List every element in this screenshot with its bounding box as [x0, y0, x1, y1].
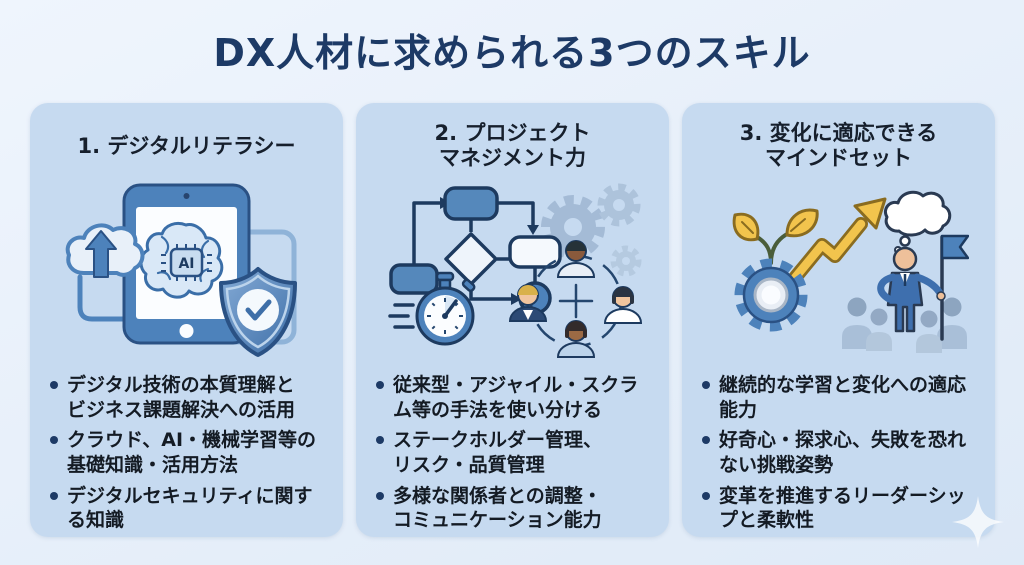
bullet-dot [50, 436, 58, 445]
page-title: DX人材に求められる3つのスキル [213, 31, 811, 75]
bullet-text: クラウド、AI・機械学習等の 基礎知識・活用方法 [67, 429, 317, 477]
cards-row: 1. デジタルリテラシー [30, 103, 995, 537]
sprout-icon [732, 208, 819, 265]
ai-brain-icon: AI [139, 221, 223, 299]
crowd-icon [841, 297, 967, 353]
cloud-upload-icon [65, 222, 144, 278]
card-illustration: AI [30, 175, 343, 363]
bullet-item: 継続的な学習と変化への適応 能力 [702, 373, 981, 422]
card-bullets: 継続的な学習と変化への適応 能力 好奇心・探求心、失敗を恐れ ない挑戦姿勢 変革… [682, 363, 995, 533]
bullet-item: デジタルセキュリティに関す る知識 [50, 484, 329, 533]
person-bottom [556, 320, 595, 358]
shield-check-icon [218, 266, 297, 357]
bullet-item: デジタル技術の本質理解と ビジネス課題解決への活用 [50, 373, 329, 422]
card-heading: 1. デジタルリテラシー [77, 133, 296, 158]
bullet-dot [376, 436, 384, 445]
card-adaptive-mindset: 3. 変化に適応できる マインドセット [682, 103, 995, 537]
ai-chip-label: AI [178, 256, 194, 272]
project-management-illustration [387, 183, 642, 358]
person-right [603, 286, 642, 324]
bullet-item: 変革を推進するリーダーシッ プと柔軟性 [702, 484, 981, 533]
bullet-item: 従来型・アジャイル・スクラ ム等の手法を使い分ける [376, 373, 655, 422]
bullet-text: 変革を推進するリーダーシッ プと柔軟性 [719, 484, 966, 532]
rising-arrow-icon [786, 197, 886, 286]
sparkle-decoration-icon [952, 496, 1004, 548]
card-heading: 3. 変化に適応できる マインドセット [739, 121, 938, 170]
stopwatch-icon [387, 271, 475, 346]
card-illustration [682, 175, 995, 363]
bullet-dot [376, 381, 384, 389]
card-bullets: 従来型・アジャイル・スクラ ム等の手法を使い分ける ステークホルダー管理、 リス… [356, 363, 669, 533]
bullet-text: 従来型・アジャイル・スクラ ム等の手法を使い分ける [393, 374, 639, 421]
bullet-dot [50, 381, 58, 389]
card-bullets: デジタル技術の本質理解と ビジネス課題解決への活用 クラウド、AI・機械学習等の… [30, 363, 343, 533]
bullet-item: ステークホルダー管理、 リスク・品質管理 [376, 428, 655, 477]
bullet-item: 多様な関係者との調整・ コミュニケーション能力 [376, 484, 655, 533]
bullet-dot [702, 436, 710, 445]
bullet-dot [702, 381, 710, 389]
growth-gear-icon [734, 258, 807, 332]
bullet-item: クラウド、AI・機械学習等の 基礎知識・活用方法 [50, 428, 329, 477]
bullet-text: デジタル技術の本質理解と ビジネス課題解決への活用 [67, 374, 296, 421]
bullet-item: 好奇心・探求心、失敗を恐れ ない挑戦姿勢 [702, 428, 981, 477]
digital-literacy-illustration: AI [65, 183, 297, 357]
team-network-icon [508, 240, 642, 358]
connector-line [77, 274, 126, 321]
card-project-management: 2. プロジェクト マネジメント力 [356, 103, 669, 537]
person-top [556, 240, 595, 278]
bullet-text: デジタルセキュリティに関す る知識 [67, 484, 313, 532]
bullet-text: 継続的な学習と変化への適応 能力 [719, 374, 967, 421]
thought-cloud-icon [883, 190, 951, 254]
person-left [508, 284, 547, 322]
bullet-dot [50, 491, 58, 500]
bullet-text: 多様な関係者との調整・ コミュニケーション能力 [393, 484, 602, 532]
adaptive-mindset-illustration [732, 190, 969, 353]
bullet-dot [702, 491, 710, 500]
bullet-text: 好奇心・探求心、失敗を恐れ ない挑戦姿勢 [719, 429, 967, 477]
card-illustration [356, 175, 669, 363]
bullet-text: ステークホルダー管理、 リスク・品質管理 [393, 429, 603, 477]
card-digital-literacy: 1. デジタルリテラシー [30, 103, 343, 537]
leader-flag-icon [876, 234, 969, 341]
bullet-dot [376, 491, 384, 500]
card-heading: 2. プロジェクト マネジメント力 [434, 121, 591, 170]
